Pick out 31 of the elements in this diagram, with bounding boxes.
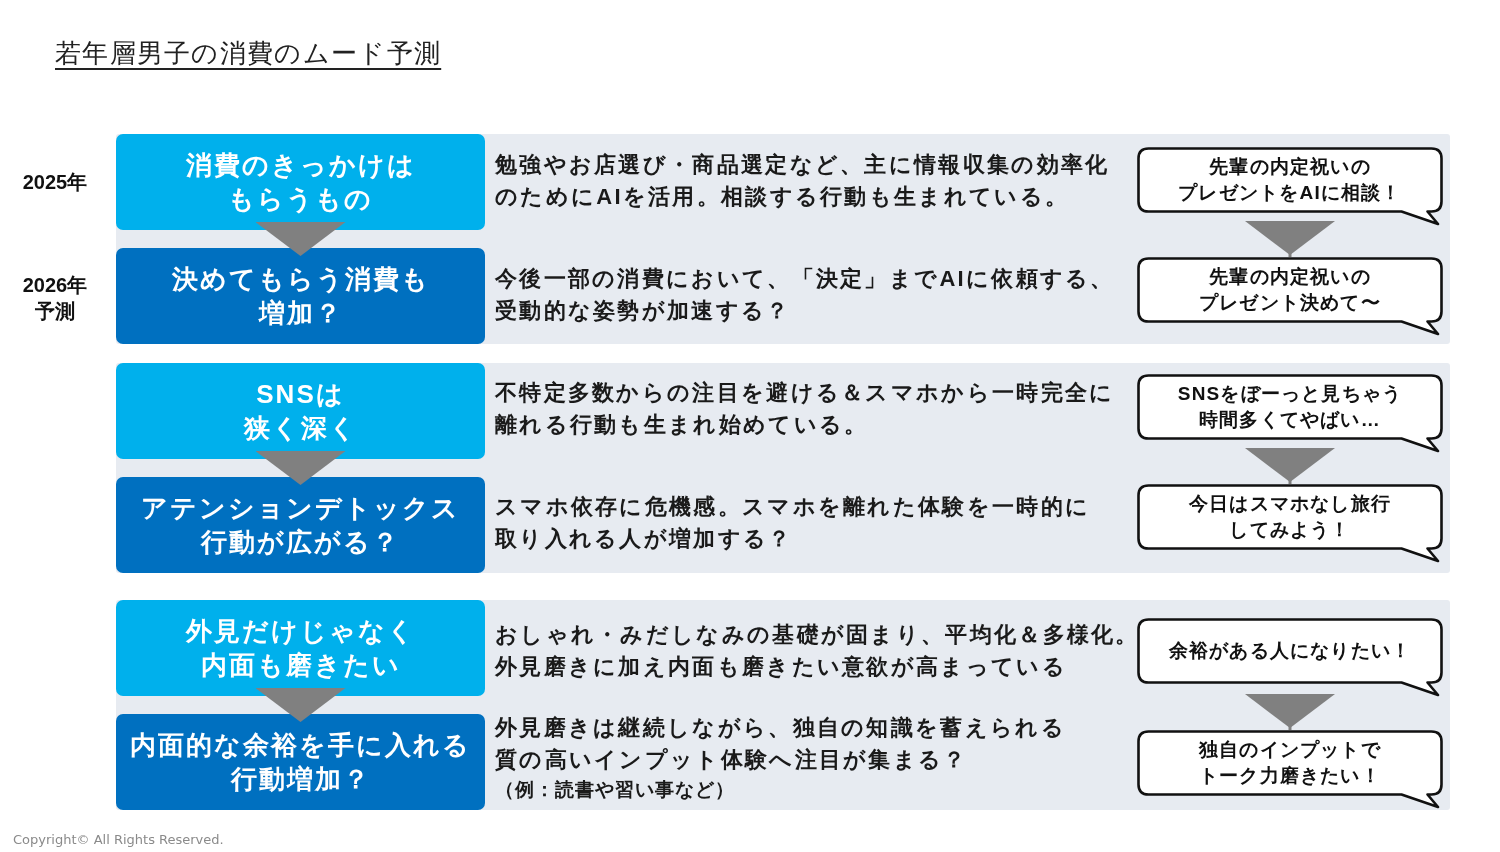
arrow: [1245, 221, 1335, 257]
row-panel: [116, 134, 1450, 344]
copyright-text: Copyright© All Rights Reserved.: [13, 831, 225, 849]
speech-bubble: 先輩の内定祝いのプレゼント決めて〜: [1137, 257, 1443, 336]
speech-bubble: 先輩の内定祝いのプレゼントをAIに相談！: [1137, 147, 1443, 226]
description-text: 不特定多数からの注目を避ける＆スマホから一時完全に離れる行動も生まれ始めている。: [495, 379, 1116, 439]
heading-box: 外見だけじゃなく内面も磨きたい: [116, 600, 485, 696]
title: 若年層男子の消費のムード予測: [55, 37, 442, 70]
heading-box: 消費のきっかけはもらうもの: [116, 134, 485, 230]
heading-box: アテンションデトックス行動が広がる？: [116, 477, 485, 573]
year-label: 2026年予測: [22, 273, 88, 324]
speech-bubble: 今日はスマホなし旅行してみよう！: [1137, 484, 1443, 563]
heading-box: 決めてもらう消費も増加？: [116, 248, 485, 344]
note-text: （例：読書や習い事など）: [495, 779, 736, 801]
description-text: 勉強やお店選び・商品選定など、主に情報収集の効率化のためにAIを活用。相談する行動も生まれている。: [495, 151, 1111, 211]
description-text: スマホ依存に危機感。スマホを離れた体験を一時的に取り入れる人が増加する？: [495, 493, 1092, 553]
description-text: 今後一部の消費において、「決定」までAIに依頼する、受動的な姿勢が加速する？: [495, 265, 1116, 325]
year-label: 2025年: [22, 170, 88, 195]
heading-box: SNSは狭く深く: [116, 363, 485, 459]
arrow: [1245, 694, 1335, 730]
heading-box: 内面的な余裕を手に入れる行動増加？: [116, 714, 485, 810]
arrow: [1245, 448, 1335, 484]
row-panel: [116, 600, 1450, 810]
speech-bubble: 余裕がある人になりたい！: [1137, 618, 1443, 697]
arrow: [255, 222, 346, 256]
arrow: [255, 688, 346, 722]
description-text: 外見磨きは継続しながら、独自の知識を蓄えられる質の高いインプット体験へ注目が集まる？: [495, 714, 1067, 774]
row-panel: [116, 363, 1450, 573]
speech-bubble: 独自のインプットでトーク力磨きたい！: [1137, 730, 1443, 809]
speech-bubble: SNSをぼーっと見ちゃう時間多くてやばい…: [1137, 374, 1443, 453]
arrow: [255, 451, 346, 485]
